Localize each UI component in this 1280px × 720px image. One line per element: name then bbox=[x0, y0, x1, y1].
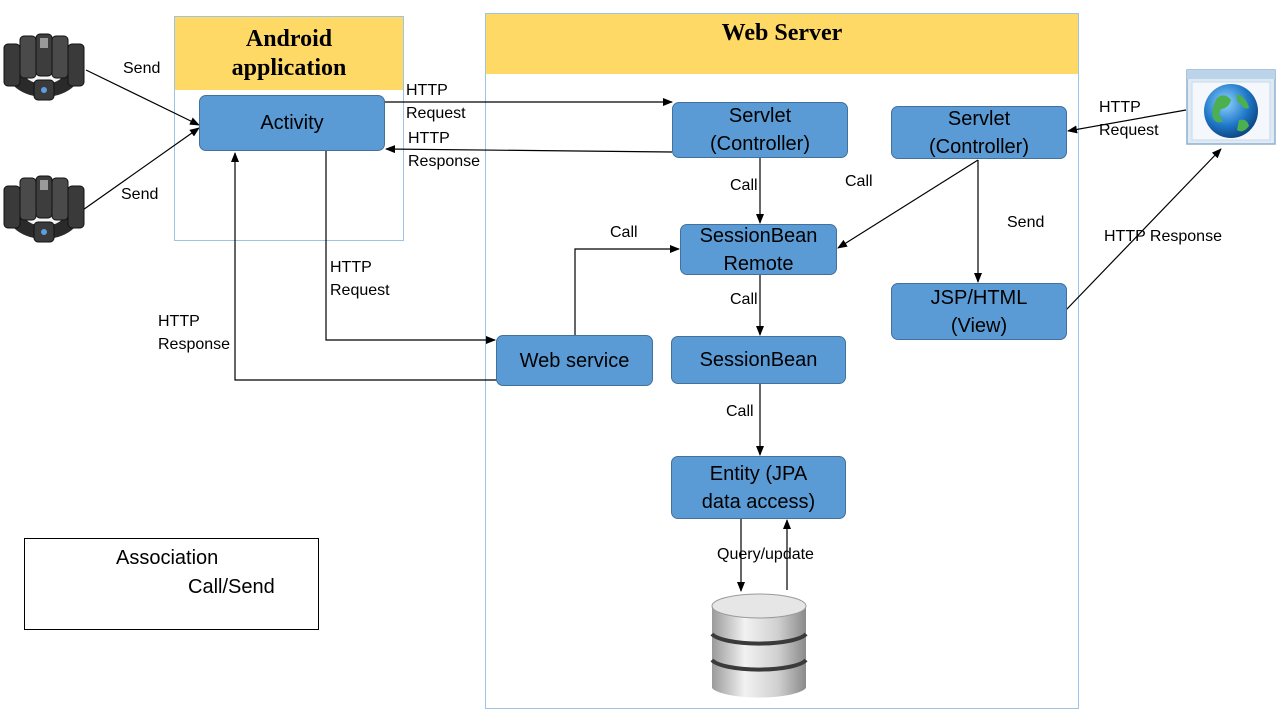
legend-box bbox=[24, 538, 319, 630]
http-response-arrow-browser bbox=[1065, 148, 1222, 311]
session-bean-remote-node: SessionBean Remote bbox=[680, 224, 837, 275]
send-arrow-top bbox=[85, 69, 200, 126]
call-arrow-ws bbox=[574, 245, 680, 335]
http-request-arrow-ws bbox=[325, 150, 496, 344]
http-response-arrow-activity bbox=[385, 145, 673, 154]
call-label-ws: Call bbox=[610, 224, 638, 241]
http-response-arrow-ws bbox=[231, 152, 497, 381]
http-request-label-ws: HTTP Request bbox=[330, 259, 390, 299]
armband-device-icon bbox=[3, 175, 85, 243]
call-label-bean: Call bbox=[726, 403, 754, 420]
send-label-jsp: Send bbox=[1007, 214, 1045, 231]
http-request-label-activity: HTTP Request bbox=[406, 82, 466, 122]
query-update-label: Query/update bbox=[717, 546, 814, 563]
http-response-label-activity: HTTP Response bbox=[408, 130, 481, 170]
send-label-bottom: Send bbox=[121, 186, 159, 203]
call-label-remote: Call bbox=[730, 291, 758, 308]
legend-title: Association bbox=[116, 547, 219, 569]
database-icon bbox=[710, 593, 808, 698]
web-service-node: Web service bbox=[496, 335, 653, 386]
web-browser-globe-icon bbox=[1186, 69, 1276, 145]
http-request-arrow-browser bbox=[1067, 109, 1187, 134]
send-label-top: Send bbox=[123, 60, 161, 77]
call-arrow-right-servlet bbox=[837, 159, 979, 249]
http-response-label-ws: HTTP Response bbox=[158, 313, 231, 353]
legend-item-label: Call/Send bbox=[188, 576, 275, 598]
call-label-right-servlet: Call bbox=[845, 173, 873, 190]
http-response-label-browser: HTTP Response bbox=[1104, 228, 1222, 245]
servlet-controller-right: Servlet (Controller) bbox=[891, 106, 1067, 159]
armband-device-icon bbox=[3, 33, 85, 101]
entity-jpa-node: Entity (JPA data access) bbox=[671, 456, 846, 519]
android-panel-title: Android application bbox=[175, 17, 403, 90]
call-label-servlet: Call bbox=[730, 177, 758, 194]
activity-node: Activity bbox=[199, 95, 385, 151]
servlet-controller-left: Servlet (Controller) bbox=[672, 102, 848, 158]
jsp-html-view-node: JSP/HTML (View) bbox=[891, 283, 1067, 340]
send-arrow-bottom bbox=[79, 127, 200, 213]
session-bean-node: SessionBean bbox=[671, 336, 846, 384]
http-request-label-browser: HTTP Request bbox=[1099, 99, 1159, 139]
web-server-title: Web Server bbox=[486, 14, 1078, 74]
